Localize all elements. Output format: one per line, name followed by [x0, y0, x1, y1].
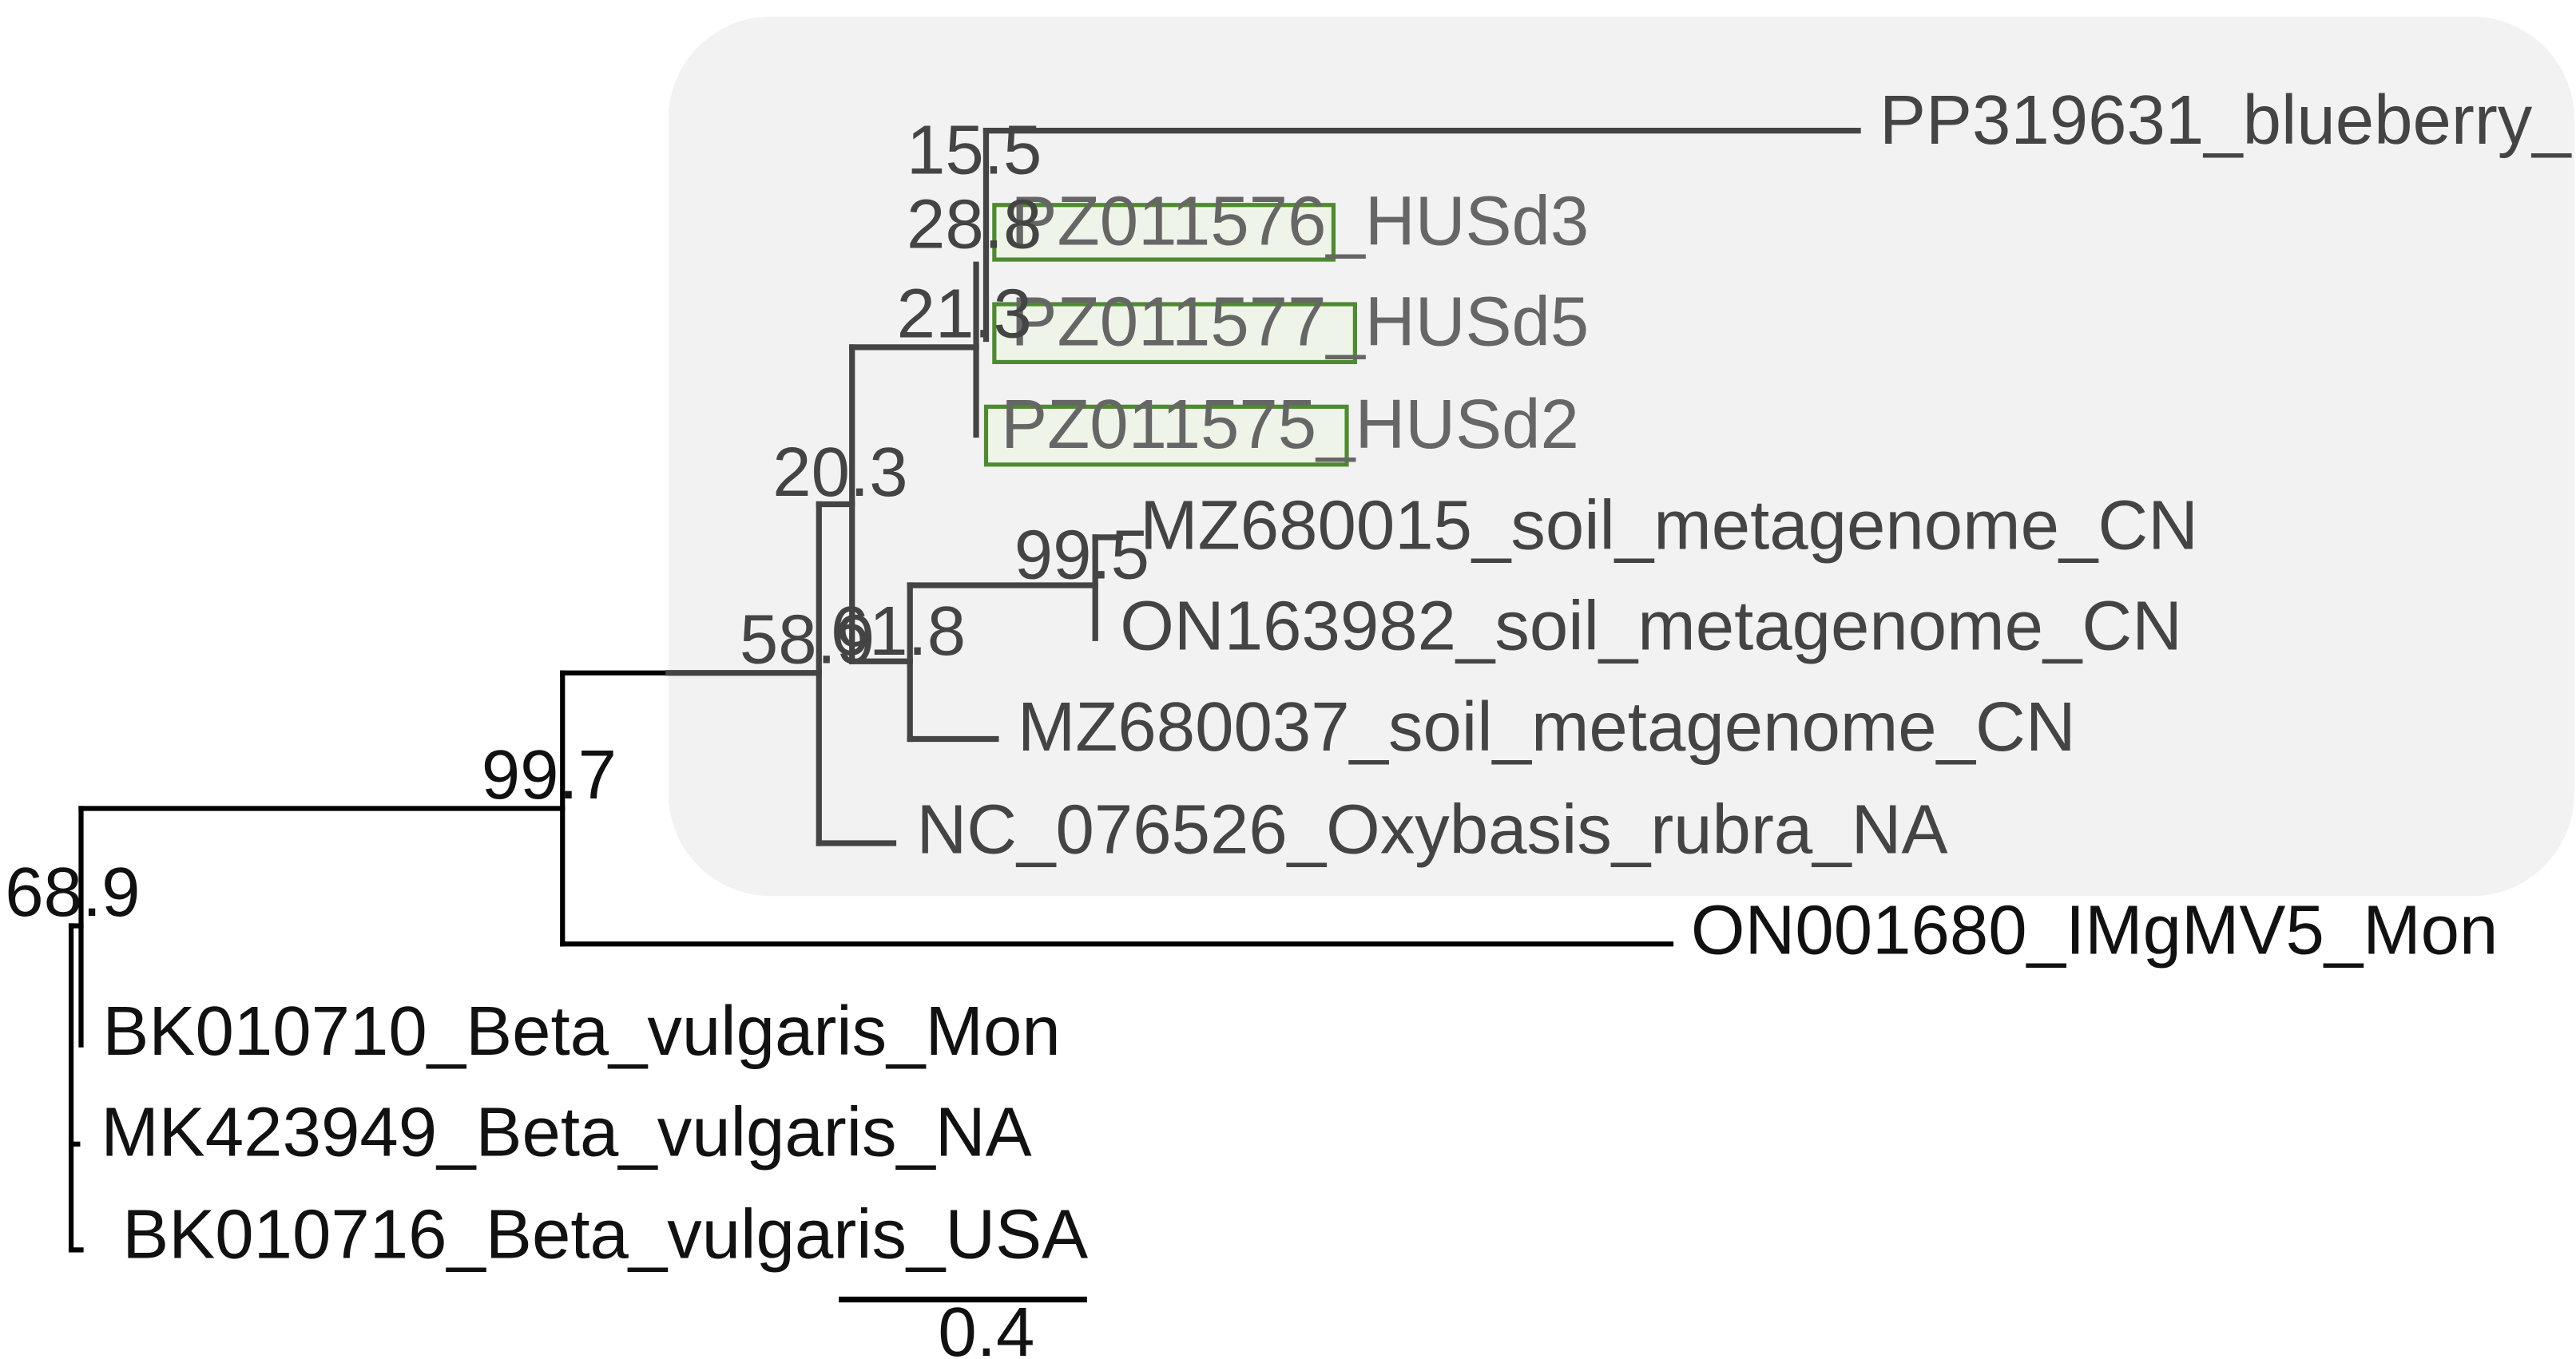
- scale-bar: 0.4: [839, 1294, 1087, 1359]
- taxon-label: MZ680015_soil_metagenome_CN: [1140, 486, 2198, 564]
- support-value: 20.3: [772, 434, 907, 511]
- support-values: 15.5 28.8 21.3 20.3 99.5 61.8 58.9 99.7 …: [5, 111, 1149, 931]
- support-value: 68.9: [5, 854, 140, 931]
- taxon-box-t3: [992, 302, 1357, 365]
- taxon-label: MZ680037_soil_metagenome_CN: [1018, 688, 2076, 766]
- support-value: 58.9: [740, 600, 875, 678]
- support-value: 99.5: [1014, 517, 1149, 594]
- outer-branches: [68, 670, 1674, 1253]
- taxon-label-highlighted: PZ011575_HUSd2: [1001, 386, 1579, 463]
- scale-bar-label: 0.4: [938, 1294, 1034, 1359]
- taxon-label-highlighted: PZ011577_HUSd5: [1011, 283, 1590, 361]
- taxon-box-t2: [992, 203, 1336, 262]
- support-value: 28.8: [907, 186, 1042, 263]
- taxon-label: NC_076526_Oxybasis_rubra_NA: [916, 790, 1947, 868]
- support-value: 21.3: [897, 275, 1032, 352]
- taxon-label: MK423949_Beta_vulgaris_NA: [101, 1093, 1031, 1171]
- inner-branches: [665, 127, 1861, 846]
- support-value: 99.7: [482, 736, 617, 814]
- taxon-label: PP319631_blueberry_USA: [1879, 81, 2576, 159]
- taxon-labels: PP319631_blueberry_USA PZ011576_HUSd3 PZ…: [101, 81, 2576, 1274]
- support-value: 61.8: [831, 592, 966, 670]
- taxon-box-t4: [983, 404, 1349, 467]
- taxon-label: BK010710_Beta_vulgaris_Mon: [102, 993, 1060, 1070]
- taxon-label-highlighted: PZ011576_HUSd3: [1011, 182, 1590, 260]
- taxon-label: BK010716_Beta_vulgaris_USA: [122, 1196, 1088, 1274]
- support-value: 15.5: [907, 111, 1042, 188]
- taxon-label: ON163982_soil_metagenome_CN: [1120, 588, 2182, 665]
- taxon-label: ON001680_IMgMV5_Mon: [1691, 892, 2499, 969]
